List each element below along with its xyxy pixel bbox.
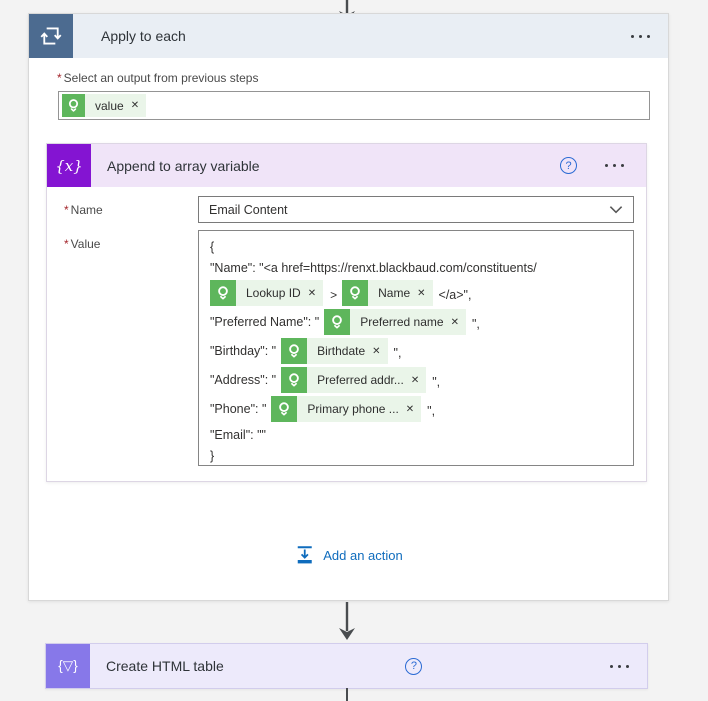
apply-to-each-card: Apply to each *Select an output from pre… [28,13,669,601]
apply-to-each-loop-icon [29,14,73,58]
json-open-brace: { [210,239,215,254]
remove-token-icon[interactable]: ✕ [450,316,459,328]
help-icon[interactable]: ? [560,157,577,174]
name-dropdown[interactable]: Email Content [198,196,634,223]
variable-icon: {x} [47,144,91,187]
remove-token-icon[interactable]: ✕ [372,345,381,357]
chevron-down-icon [609,205,623,214]
value-field-label: *Value [64,237,101,251]
create-html-table-card[interactable]: {▽} Create HTML table ? [45,643,648,689]
blackbaud-connector-icon [281,367,308,393]
json-quote-comma: ", [471,317,480,331]
json-anchor-close: </a>", [438,288,472,302]
dynamic-token-name[interactable]: Name ✕ [342,280,433,306]
json-quote-comma: ", [432,375,441,389]
output-field-label: *Select an output from previous steps [57,71,259,85]
remove-token-icon[interactable]: ✕ [130,100,140,111]
remove-token-icon[interactable]: ✕ [405,403,415,415]
name-field-label: *Name [64,203,103,217]
blackbaud-connector-icon [324,309,351,335]
blackbaud-connector-icon [342,280,369,306]
json-quote-comma: ", [427,404,436,418]
append-to-array-header[interactable]: {x} Append to array variable ? [47,144,646,187]
json-email-line: "Email": "" [210,427,266,442]
json-close-brace: } [210,448,215,463]
more-options-button[interactable] [625,29,656,44]
dynamic-token-value[interactable]: value ✕ [62,94,147,117]
apply-to-each-title: Apply to each [101,28,186,44]
blackbaud-connector-icon [210,280,236,306]
remove-token-icon[interactable]: ✕ [307,287,317,299]
blackbaud-connector-icon [62,94,85,117]
dynamic-token-preferred-address[interactable]: Preferred addr... ✕ [281,367,427,393]
name-dropdown-value: Email Content [209,202,288,217]
dynamic-token-primary-phone[interactable]: Primary phone ... ✕ [271,396,422,422]
json-birthday-prefix: "Birthday": " [210,344,277,358]
json-name-line: "Name": "<a href=https://renxt.blackbaud… [210,260,537,275]
blackbaud-connector-icon [281,338,308,364]
dynamic-token-preferred-name[interactable]: Preferred name ✕ [324,309,466,335]
output-token-input[interactable]: value ✕ [58,91,650,120]
token-label: value [95,98,124,113]
json-quote-comma: ", [393,346,402,360]
blackbaud-connector-icon [271,396,298,422]
connector-stem-bottom [346,688,348,701]
help-icon[interactable]: ? [405,657,423,675]
json-gt: > [330,288,338,302]
required-asterisk: * [57,71,62,85]
add-action-label: Add an action [323,547,403,563]
data-operation-icon: {▽} [46,644,90,688]
more-options-button[interactable] [604,659,635,674]
add-action-button[interactable]: Add an action [294,545,403,565]
required-asterisk: * [64,203,69,217]
add-action-icon [294,545,314,565]
value-editor[interactable]: { "Name": "<a href=https://renxt.blackba… [198,230,634,466]
connector-arrow-middle [339,602,355,640]
remove-token-icon[interactable]: ✕ [410,374,420,386]
append-to-array-title: Append to array variable [107,157,260,174]
dynamic-token-birthdate[interactable]: Birthdate ✕ [281,338,388,364]
create-html-table-title: Create HTML table [106,658,224,674]
json-phone-prefix: "Phone": " [210,402,267,416]
json-address-prefix: "Address": " [210,373,277,387]
json-preferred-prefix: "Preferred Name": " [210,315,320,329]
more-options-button[interactable] [599,158,630,173]
remove-token-icon[interactable]: ✕ [417,287,426,299]
dynamic-token-lookup-id[interactable]: Lookup ID ✕ [210,280,324,306]
append-to-array-card: {x} Append to array variable ? *Name Ema… [46,143,647,482]
required-asterisk: * [64,237,69,251]
apply-to-each-header[interactable]: Apply to each [29,14,668,58]
